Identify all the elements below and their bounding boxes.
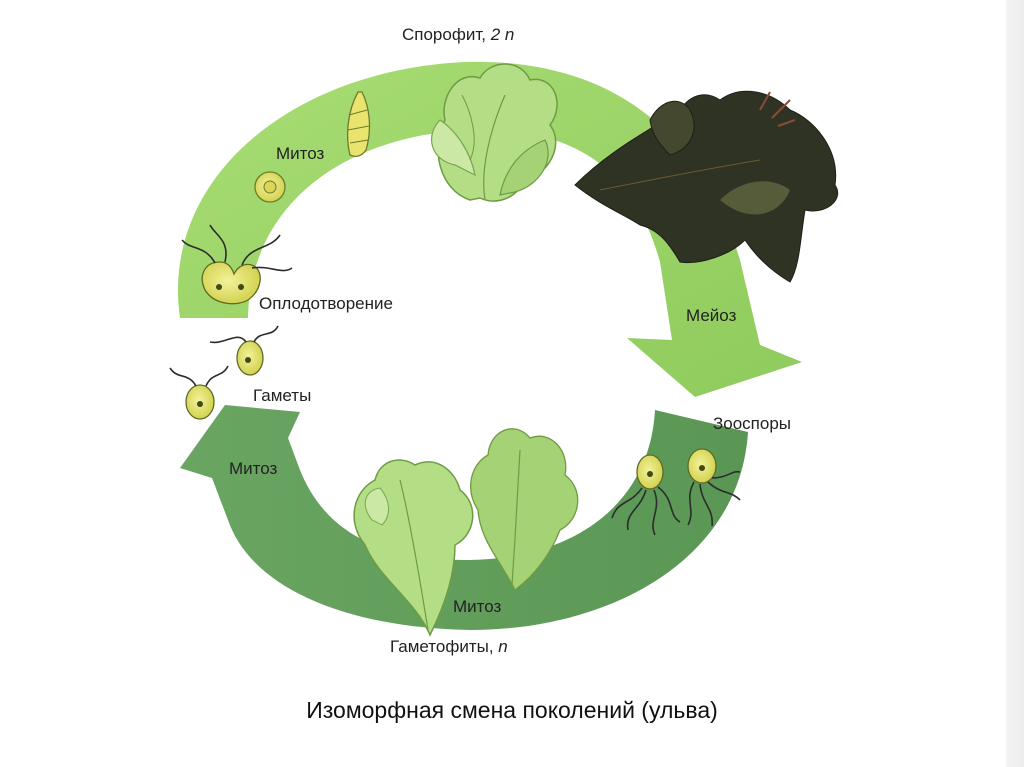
mitosis-bottom-label: Митоз	[453, 598, 501, 615]
zoospores-label: Зооспоры	[713, 415, 791, 432]
gametophytes-ploidy: n	[498, 637, 507, 656]
zygote-cell-illustration	[255, 172, 285, 202]
gametes-illustration	[170, 326, 278, 419]
fertilization-label: Оплодотворение	[259, 295, 393, 312]
mitosis-top-label: Митоз	[276, 145, 324, 162]
sporophyte-text: Спорофит,	[402, 25, 491, 44]
sporophyte-ploidy: 2 n	[491, 25, 515, 44]
gametophytes-label: Гаметофиты, n	[390, 638, 508, 655]
gametophytes-text: Гаметофиты,	[390, 637, 498, 656]
sporophyte-label: Спорофит, 2 n	[402, 26, 514, 43]
meiosis-label: Мейоз	[686, 307, 736, 324]
gametes-label: Гаметы	[253, 387, 311, 404]
figure-caption: Изоморфная смена поколений (ульва)	[0, 697, 1024, 724]
mitosis-left-label: Митоз	[229, 460, 277, 477]
